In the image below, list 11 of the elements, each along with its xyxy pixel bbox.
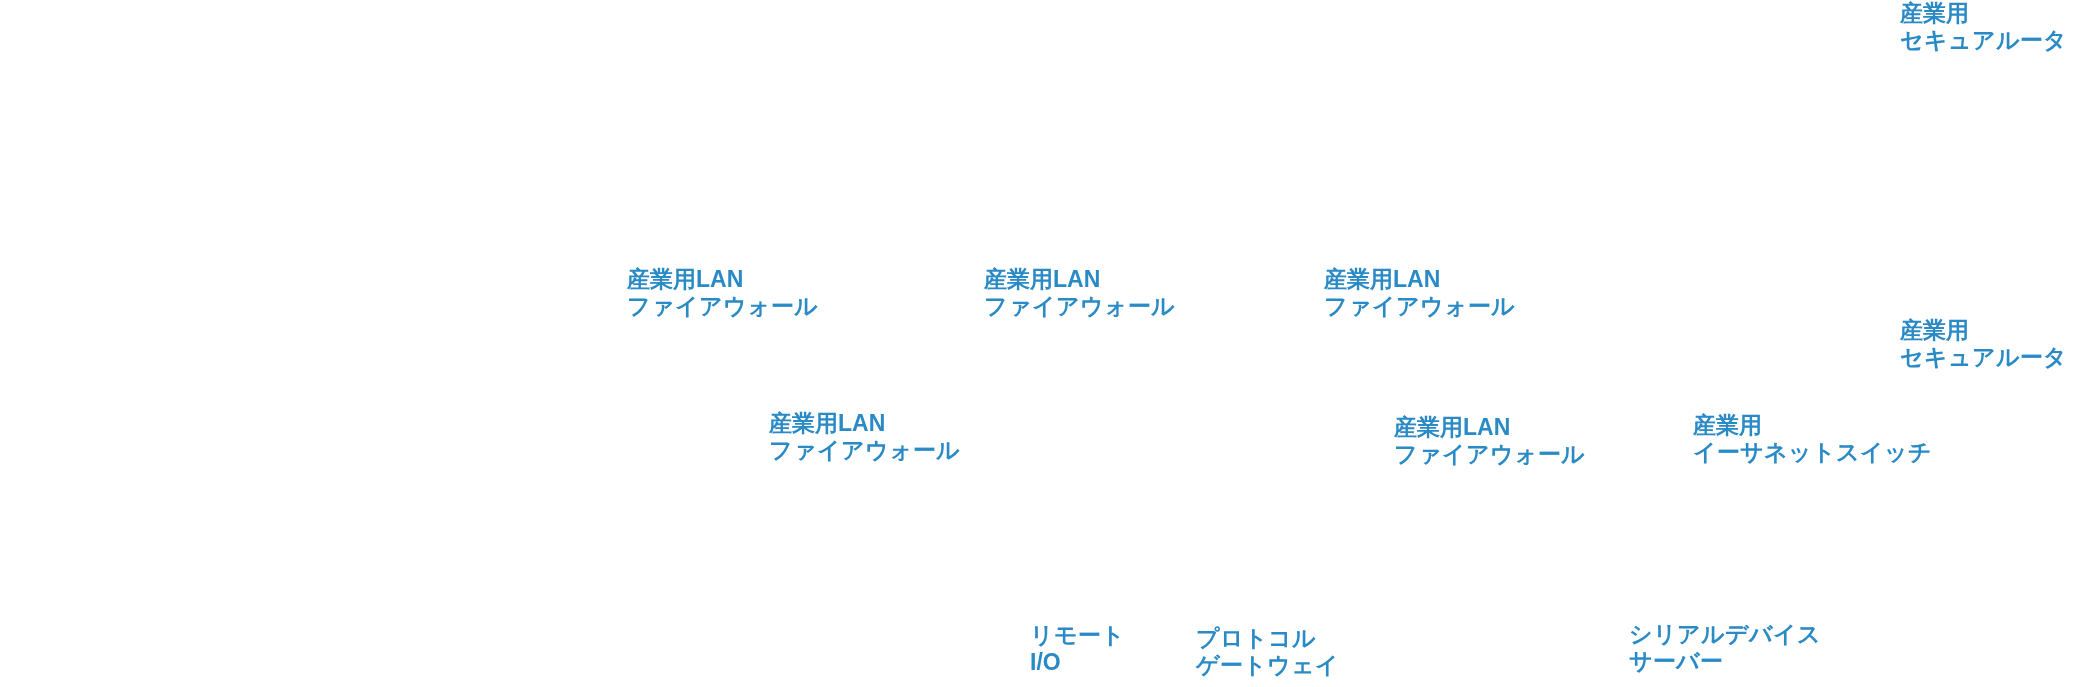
device-label: 産業用セキュアルータ (1900, 0, 2067, 54)
device-label: シリアルデバイスサーバー (1629, 621, 1821, 675)
device-label: 産業用LANファイアウォール (769, 410, 960, 464)
device-label: 産業用LANファイアウォール (984, 266, 1175, 320)
device-label: プロトコルゲートウェイ (1196, 625, 1339, 679)
device-label: 産業用セキュアルータ (1900, 317, 2067, 371)
device-label: 産業用LANファイアウォール (1324, 266, 1515, 320)
device-label: リモートI/O (1030, 622, 1125, 676)
device-label: 産業用イーサネットスイッチ (1693, 412, 1932, 466)
device-label: 産業用LANファイアウォール (1394, 414, 1585, 468)
device-label: 産業用LANファイアウォール (627, 266, 818, 320)
